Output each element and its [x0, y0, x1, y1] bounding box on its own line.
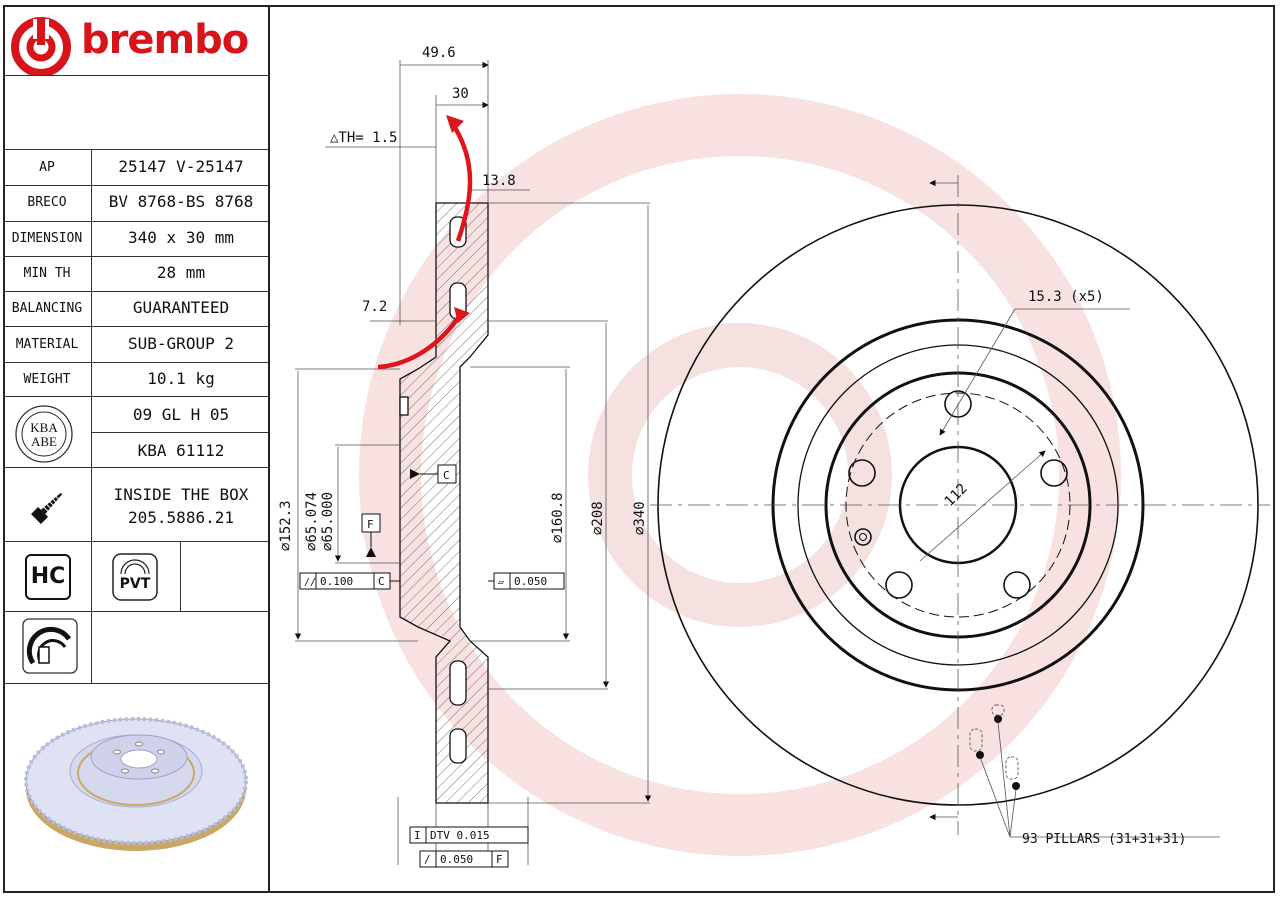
svg-text:/: / — [424, 853, 431, 866]
screw-icon — [21, 480, 75, 534]
kba-line-2: KBA 61112 — [137, 441, 225, 460]
svg-text:▱: ▱ — [498, 577, 504, 588]
spec-value: 10.1 kg — [147, 369, 215, 388]
brembo-logo-icon — [11, 17, 71, 75]
section-view — [399, 202, 489, 804]
spec-label: BRECO — [27, 195, 67, 210]
disc-profile-icon — [21, 617, 79, 675]
kba-badge-bottom: ABE — [31, 434, 57, 449]
runout-ref: F — [496, 853, 503, 866]
dim-dia-65b: ⌀65.000 — [320, 492, 336, 551]
pillar-markers — [976, 715, 1020, 790]
drawing-sheet — [3, 5, 1275, 893]
kba-line-1: 09 GL H 05 — [132, 405, 230, 424]
dtv-label: DTV 0.015 — [430, 829, 490, 842]
spec-value: SUB-GROUP 2 — [128, 334, 234, 353]
datum-c-label: C — [443, 469, 450, 482]
spec-label: BALANCING — [11, 301, 83, 316]
spec-value: GUARANTEED — [132, 298, 230, 317]
dim-dia-152: ⌀152.3 — [278, 500, 294, 551]
dim-pcd: 112 — [942, 481, 971, 510]
runout-tol: 0.050 — [440, 853, 473, 866]
inside-box-line-2: 205.5886.21 — [128, 508, 234, 527]
brembo-logo: brembo — [11, 17, 267, 75]
pvt-badge: PVT — [111, 552, 159, 602]
svg-text:I: I — [414, 829, 421, 842]
red-flow-arrows — [377, 121, 473, 370]
hc-badge: HC — [25, 554, 71, 600]
parallel-tol: 0.100 — [320, 575, 353, 588]
pvt-badge-icon — [112, 553, 158, 601]
spec-value: 28 mm — [156, 263, 206, 282]
svg-text://: // — [304, 577, 316, 588]
pillars-note: 93 PILLARS (31+31+31) — [1022, 832, 1186, 847]
dim-dia-65: ⌀65.074 — [304, 492, 320, 551]
dim-delta-th: △TH= 1.5 — [330, 130, 397, 146]
spec-label: WEIGHT — [23, 372, 71, 387]
dim-width-total: 49.6 — [422, 45, 456, 61]
pvt-badge-label: PVT — [119, 576, 151, 592]
drawing-canvas: // ▱ I / — [278, 45, 1270, 868]
datum-c — [410, 464, 457, 484]
dim-bolt-holes: 15.3 (x5) — [1028, 289, 1104, 305]
disc-render — [21, 707, 251, 857]
spec-label: MIN TH — [23, 266, 71, 281]
dim-flange-offset: 7.2 — [362, 299, 387, 315]
technical-drawing: // ▱ I / — [270, 5, 1275, 893]
kba-badge-top: KBA — [30, 420, 58, 435]
datum-f — [361, 513, 381, 557]
spec-value: BV 8768-BS 8768 — [108, 192, 254, 211]
spec-label: AP — [39, 160, 55, 175]
kba-abe-badge: KBA ABE — [13, 403, 75, 465]
spec-value: 340 x 30 mm — [128, 228, 234, 247]
dim-dia-208: ⌀208 — [590, 501, 606, 535]
inside-box-line-1: INSIDE THE BOX — [113, 485, 249, 504]
dim-thickness: 30 — [452, 86, 469, 102]
kba-badge-icon — [15, 405, 73, 463]
dim-dia-340: ⌀340 — [632, 501, 648, 535]
spec-label: DIMENSION — [11, 231, 83, 246]
dim-hat-offset: 13.8 — [482, 173, 516, 189]
brand-name: brembo — [81, 17, 249, 63]
brand-watermark — [359, 94, 1121, 856]
spec-label: MATERIAL — [15, 337, 79, 352]
flat-tol: 0.050 — [514, 575, 547, 588]
spec-value: 25147 V-25147 — [118, 157, 244, 176]
spec-panel: brembo AP 25147 V-25147 BRECO BV 8768-BS… — [3, 5, 270, 893]
parallel-ref: C — [378, 575, 385, 588]
hc-badge-label: HC — [30, 564, 66, 589]
datum-f-label: F — [367, 518, 374, 531]
dim-dia-160: ⌀160.8 — [550, 492, 566, 543]
